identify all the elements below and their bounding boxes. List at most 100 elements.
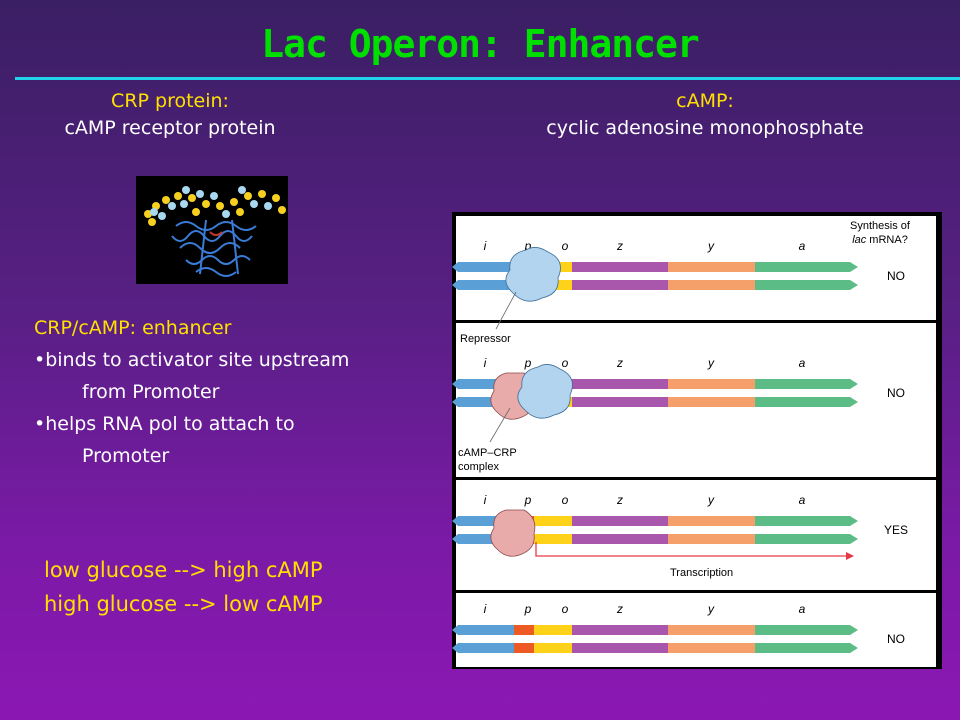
- mrna-text: mRNA?: [866, 234, 908, 246]
- gene-label-z: z: [616, 239, 623, 253]
- gene-label-a: a: [799, 356, 806, 370]
- gene-label-o: o: [562, 602, 569, 616]
- dna-end-left: [452, 262, 458, 272]
- title-divider: [15, 77, 960, 80]
- dna-segment-a: [755, 643, 850, 653]
- dna-segment-z: [572, 516, 668, 526]
- dna-segment-z: [572, 262, 668, 272]
- bullet-binds: •binds to activator site upstream: [34, 349, 350, 371]
- gene-label-i: i: [484, 602, 487, 616]
- dna-end-right: [850, 280, 858, 290]
- gene-label-a: a: [799, 602, 806, 616]
- dna-segment-y: [668, 516, 755, 526]
- synthesis-answer: NO: [887, 632, 905, 646]
- lac-repressor: [505, 247, 561, 302]
- dna-segment-y: [668, 625, 755, 635]
- repressor-pointer: [495, 291, 517, 330]
- dna-end-right: [850, 534, 858, 544]
- gene-label-p: p: [524, 493, 532, 507]
- dna-segment-a: [755, 397, 850, 407]
- dna-segment-y: [668, 379, 755, 389]
- dna-segment-a: [755, 625, 850, 635]
- gene-label-p: p: [524, 356, 532, 370]
- dna-end-right: [850, 625, 858, 635]
- enhancer-notes: CRP/cAMP: enhancer •binds to activator s…: [34, 312, 349, 472]
- dna-end-left: [452, 280, 458, 290]
- gene-label-p: p: [524, 602, 532, 616]
- dna-end-right: [850, 397, 858, 407]
- crp-label-line2: complex: [458, 461, 499, 473]
- dna-segment-i: [458, 397, 514, 407]
- dna-segment-y: [668, 262, 755, 272]
- repressor-label: Repressor: [460, 333, 511, 345]
- lac-italic: lac: [852, 234, 867, 246]
- dna-segment-z: [572, 625, 668, 635]
- camp-description: cyclic adenosine monophosphate: [546, 117, 864, 139]
- dna-segment-z: [572, 643, 668, 653]
- dna-segment-z: [572, 379, 668, 389]
- dna-segment-p: [514, 625, 534, 635]
- high-glucose-line: high glucose --> low cAMP: [44, 592, 323, 616]
- gene-label-o: o: [562, 356, 569, 370]
- dna-end-left: [452, 397, 458, 407]
- dna-end-right: [850, 262, 858, 272]
- gene-label-z: z: [616, 493, 623, 507]
- crp-protein-structure-image: [136, 176, 288, 284]
- enhancer-heading: CRP/cAMP: enhancer: [34, 317, 232, 339]
- crp-header: CRP protein: cAMP receptor protein: [20, 88, 320, 142]
- dna-segment-y: [668, 397, 755, 407]
- gene-label-y: y: [707, 356, 715, 370]
- dna-end-right: [850, 643, 858, 653]
- synthesis-answer: NO: [887, 269, 905, 283]
- dna-end-right: [850, 379, 858, 389]
- gene-label-o: o: [562, 493, 569, 507]
- gene-label-y: y: [707, 602, 715, 616]
- glucose-relationship: low glucose --> high cAMP high glucose -…: [44, 553, 323, 621]
- dna-segment-o: [534, 643, 572, 653]
- transcription-label: Transcription: [670, 567, 733, 579]
- dna-segment-y: [668, 280, 755, 290]
- dna-segment-y: [668, 534, 755, 544]
- gene-label-p: p: [524, 239, 532, 253]
- dna-segment-i: [458, 643, 514, 653]
- dna-segment-i: [458, 516, 514, 526]
- dna-segment-i: [458, 262, 514, 272]
- dna-segment-i: [458, 534, 514, 544]
- gene-label-i: i: [484, 356, 487, 370]
- gene-label-y: y: [707, 493, 715, 507]
- gene-label-i: i: [484, 493, 487, 507]
- gene-label-a: a: [799, 493, 806, 507]
- transcription-arrowhead: [846, 552, 854, 560]
- synthesis-answer: NO: [887, 386, 905, 400]
- dna-end-left: [452, 379, 458, 389]
- bullet-binds-cont: from Promoter: [82, 381, 220, 403]
- dna-segment-i: [458, 379, 514, 389]
- dna-end-left: [452, 625, 458, 635]
- synthesis-answer: YES: [884, 523, 908, 537]
- synthesis-header-line2: lac mRNA?: [852, 234, 908, 246]
- dna-segment-a: [755, 534, 850, 544]
- dna-segment-y: [668, 643, 755, 653]
- dna-segment-o: [534, 625, 572, 635]
- dna-segment-a: [755, 379, 850, 389]
- bullet-helps-cont: Promoter: [82, 445, 170, 467]
- dna-end-right: [850, 516, 858, 526]
- dna-segment-a: [755, 516, 850, 526]
- crp-pointer: [489, 407, 511, 443]
- camp-label: cAMP:: [676, 90, 734, 112]
- slide-title: Lac Operon: Enhancer: [261, 22, 700, 66]
- crp-label: cAMP–CRP: [458, 447, 517, 459]
- crp-label: CRP protein:: [111, 90, 229, 112]
- dna-segment-o: [534, 516, 572, 526]
- crp-description: cAMP receptor protein: [64, 117, 276, 139]
- gene-label-o: o: [562, 239, 569, 253]
- gene-label-y: y: [707, 239, 715, 253]
- low-glucose-line: low glucose --> high cAMP: [44, 558, 323, 582]
- gene-label-z: z: [616, 356, 623, 370]
- crp-camp-complex: [490, 509, 536, 557]
- bullet-helps: •helps RNA pol to attach to: [34, 413, 295, 435]
- dna-end-left: [452, 643, 458, 653]
- dna-segment-z: [572, 534, 668, 544]
- transcription-arrow: [535, 542, 846, 557]
